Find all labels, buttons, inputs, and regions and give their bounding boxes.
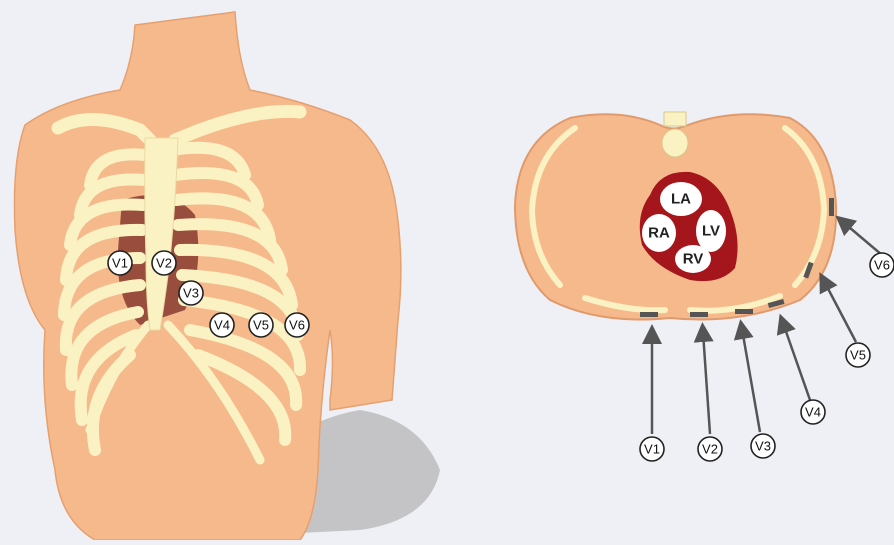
section-electrode-v2: V2	[698, 437, 722, 461]
svg-text:V5: V5	[253, 318, 269, 333]
torso-electrode-v3: V3	[179, 281, 203, 305]
torso-view: V1 V2 V3 V4 V5 V6	[14, 12, 440, 540]
svg-text:RA: RA	[648, 225, 670, 242]
torso-electrode-v4: V4	[210, 313, 234, 337]
section-electrode-v1: V1	[640, 437, 664, 461]
section-electrode-v6: V6	[870, 253, 894, 277]
section-electrode-v3: V3	[751, 434, 775, 458]
svg-text:RV: RV	[683, 251, 704, 268]
svg-text:V4: V4	[805, 405, 821, 420]
svg-text:V3: V3	[183, 286, 199, 301]
svg-text:V2: V2	[702, 442, 718, 457]
svg-text:V1: V1	[112, 256, 128, 271]
section-electrode-v5: V5	[846, 343, 870, 367]
torso-electrode-v5: V5	[249, 313, 273, 337]
svg-text:V5: V5	[850, 348, 866, 363]
section-electrode-v4: V4	[801, 400, 825, 424]
torso-electrode-v6: V6	[285, 313, 309, 337]
svg-text:LV: LV	[702, 223, 720, 240]
vertebra	[662, 112, 688, 157]
svg-text:LA: LA	[671, 191, 691, 208]
svg-text:V6: V6	[874, 258, 890, 273]
cross-section-view: LA RA LV RV	[515, 112, 894, 461]
svg-text:V2: V2	[156, 256, 172, 271]
svg-text:V4: V4	[214, 318, 230, 333]
torso-electrode-v1: V1	[108, 251, 132, 275]
svg-text:V3: V3	[755, 439, 771, 454]
svg-text:V6: V6	[289, 318, 305, 333]
svg-text:V1: V1	[644, 442, 660, 457]
torso-electrode-v2: V2	[152, 251, 176, 275]
